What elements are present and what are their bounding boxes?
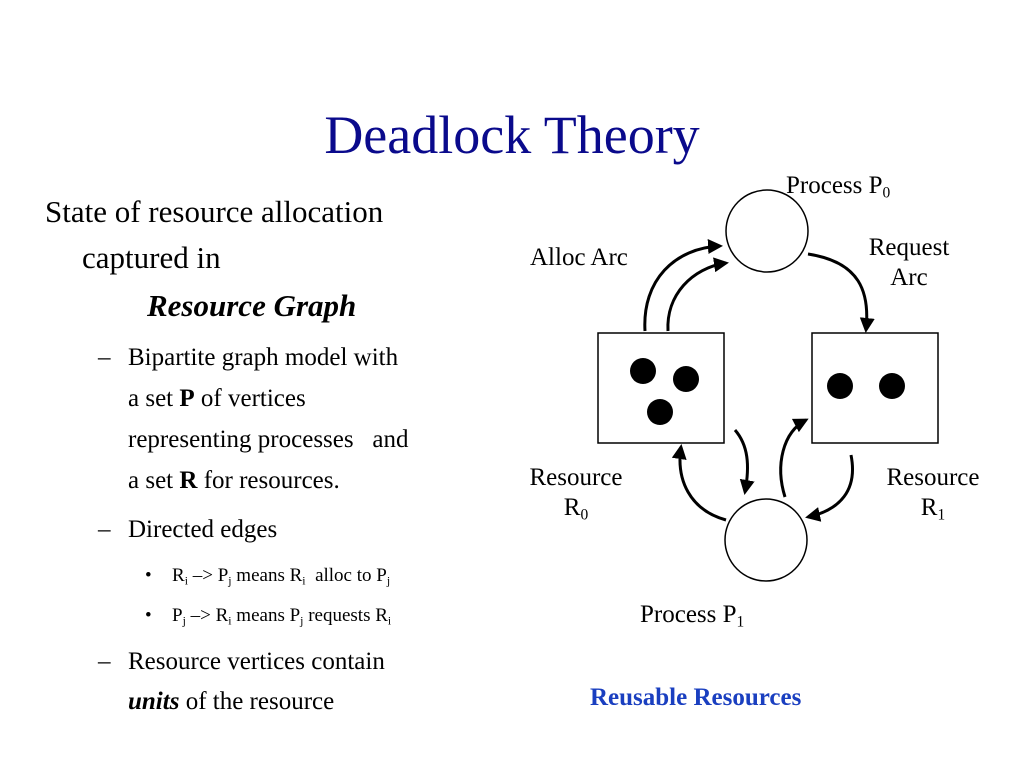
bullet-dot-2: • <box>145 605 152 626</box>
bullet1-line1: Bipartite graph model with <box>128 344 399 371</box>
resource-r1-unit-2 <box>879 373 905 399</box>
edge-def-alloc: Ri –> Pj means Ri alloc to Pj <box>172 565 391 588</box>
edge-def-request: Pj –> Ri means Pj requests Ri <box>172 605 392 628</box>
bullet1-line4: a set R for resources. <box>128 467 340 494</box>
resource-r0-units <box>630 358 699 425</box>
resource-r0-unit-1 <box>630 358 656 384</box>
process-p0-node <box>725 189 809 273</box>
bullet3-line2: units of the resource <box>128 688 335 715</box>
request-arc-p0-r1 <box>807 252 875 333</box>
resource-r0-unit-3 <box>647 399 673 425</box>
slide-title: Deadlock Theory <box>324 105 700 165</box>
resource-r1-units <box>827 373 905 399</box>
resource-r0-unit-2 <box>673 366 699 392</box>
resource-graph-term: Resource Graph <box>147 288 357 323</box>
resource-r0-node <box>597 332 725 444</box>
bullet2: Directed edges <box>128 516 278 543</box>
dash-1: – <box>98 344 111 371</box>
bullet-dot-1: • <box>145 565 152 586</box>
label-process-p0: Process P0 <box>786 172 891 202</box>
resource-r1-unit-1 <box>827 373 853 399</box>
alloc-arc-r0-p0-inner <box>666 257 729 332</box>
request-arc-p1-r0 <box>671 444 727 522</box>
alloc-arc-r1-p1 <box>805 454 854 522</box>
request-arc-p1-r1 <box>779 418 809 498</box>
state-line-1: State of resource allocation <box>45 194 384 229</box>
process-p1-node <box>724 498 808 582</box>
alloc-arc-r0-p1 <box>733 429 755 495</box>
label-process-p1: Process P1 <box>640 601 745 631</box>
label-alloc-arc: Alloc Arc <box>530 244 628 271</box>
alloc-arc-r0-p0-outer <box>643 239 723 332</box>
bullet1-line3: representing processes and <box>128 426 409 453</box>
dash-3: – <box>98 648 111 675</box>
bullet3-line1: Resource vertices contain <box>128 648 385 675</box>
bullet1-line2: a set P of vertices <box>128 385 306 412</box>
dash-2: – <box>98 516 111 543</box>
caption-reusable-resources: Reusable Resources <box>590 684 802 711</box>
state-line-2: captured in <box>82 240 221 275</box>
